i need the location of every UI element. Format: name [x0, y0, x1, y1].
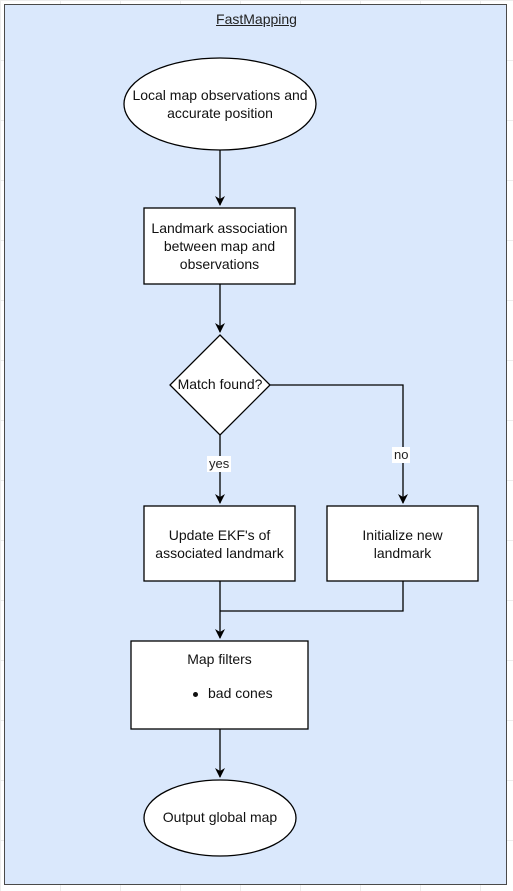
- fastmapping-container[interactable]: FastMapping: [4, 4, 507, 885]
- edge-label-no: no: [392, 447, 411, 463]
- start-node-shape[interactable]: [123, 57, 317, 151]
- output-node-label: Output global map: [162, 809, 278, 825]
- edge-init-to-filters: [220, 581, 404, 612]
- filters-node-content: Map filters bad cones: [131, 641, 308, 729]
- decision-node-shape[interactable]: [169, 334, 271, 436]
- association-node-shape[interactable]: [143, 207, 296, 285]
- init-node-shape[interactable]: [326, 505, 479, 582]
- filters-node-title: Map filters: [187, 651, 252, 667]
- filters-node-shape[interactable]: [130, 640, 309, 730]
- decision-node-label: Match found?: [177, 376, 263, 392]
- init-node-label: Initialize new landmark: [362, 526, 443, 561]
- edge-decision-to-init: [270, 384, 408, 504]
- update-node-label: Update EKF's of associated landmark: [155, 526, 284, 561]
- association-node-label: Landmark association between map and obs…: [151, 220, 288, 272]
- edge-label-yes: yes: [207, 456, 232, 472]
- container-title[interactable]: FastMapping: [216, 11, 297, 27]
- update-node-shape[interactable]: [143, 505, 296, 582]
- filter-item: bad cones: [190, 685, 273, 701]
- start-node-label: Local map observations and accurate posi…: [132, 87, 308, 121]
- output-node-shape[interactable]: [143, 779, 297, 857]
- filters-node-list: bad cones: [190, 685, 273, 701]
